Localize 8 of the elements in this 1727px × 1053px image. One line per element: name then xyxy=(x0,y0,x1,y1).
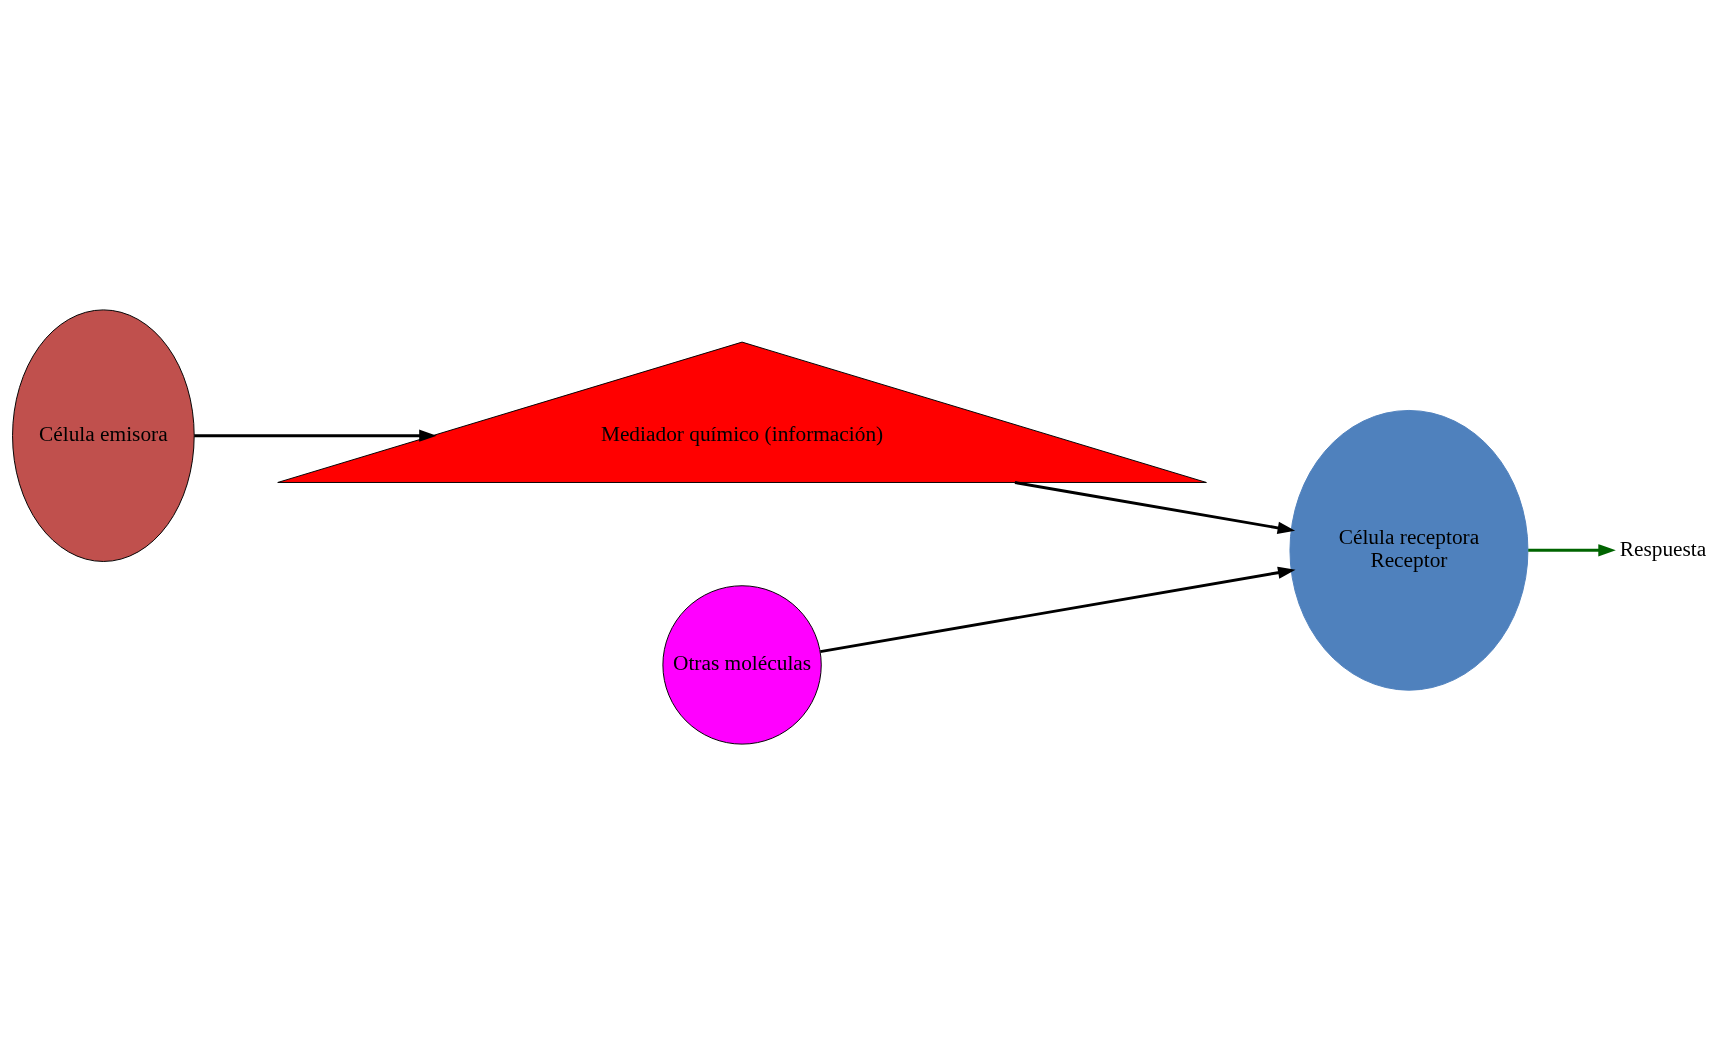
node-ellipse: Célula receptora Receptor xyxy=(1289,409,1529,691)
node-circle: Otras moléculas xyxy=(662,584,822,745)
arrow xyxy=(1528,543,1616,556)
arrow xyxy=(820,566,1296,653)
arrow xyxy=(1014,480,1296,534)
arrow xyxy=(194,429,437,442)
node-ellipse: Célula emisora xyxy=(12,308,195,562)
node-text: Respuesta xyxy=(1619,536,1707,561)
